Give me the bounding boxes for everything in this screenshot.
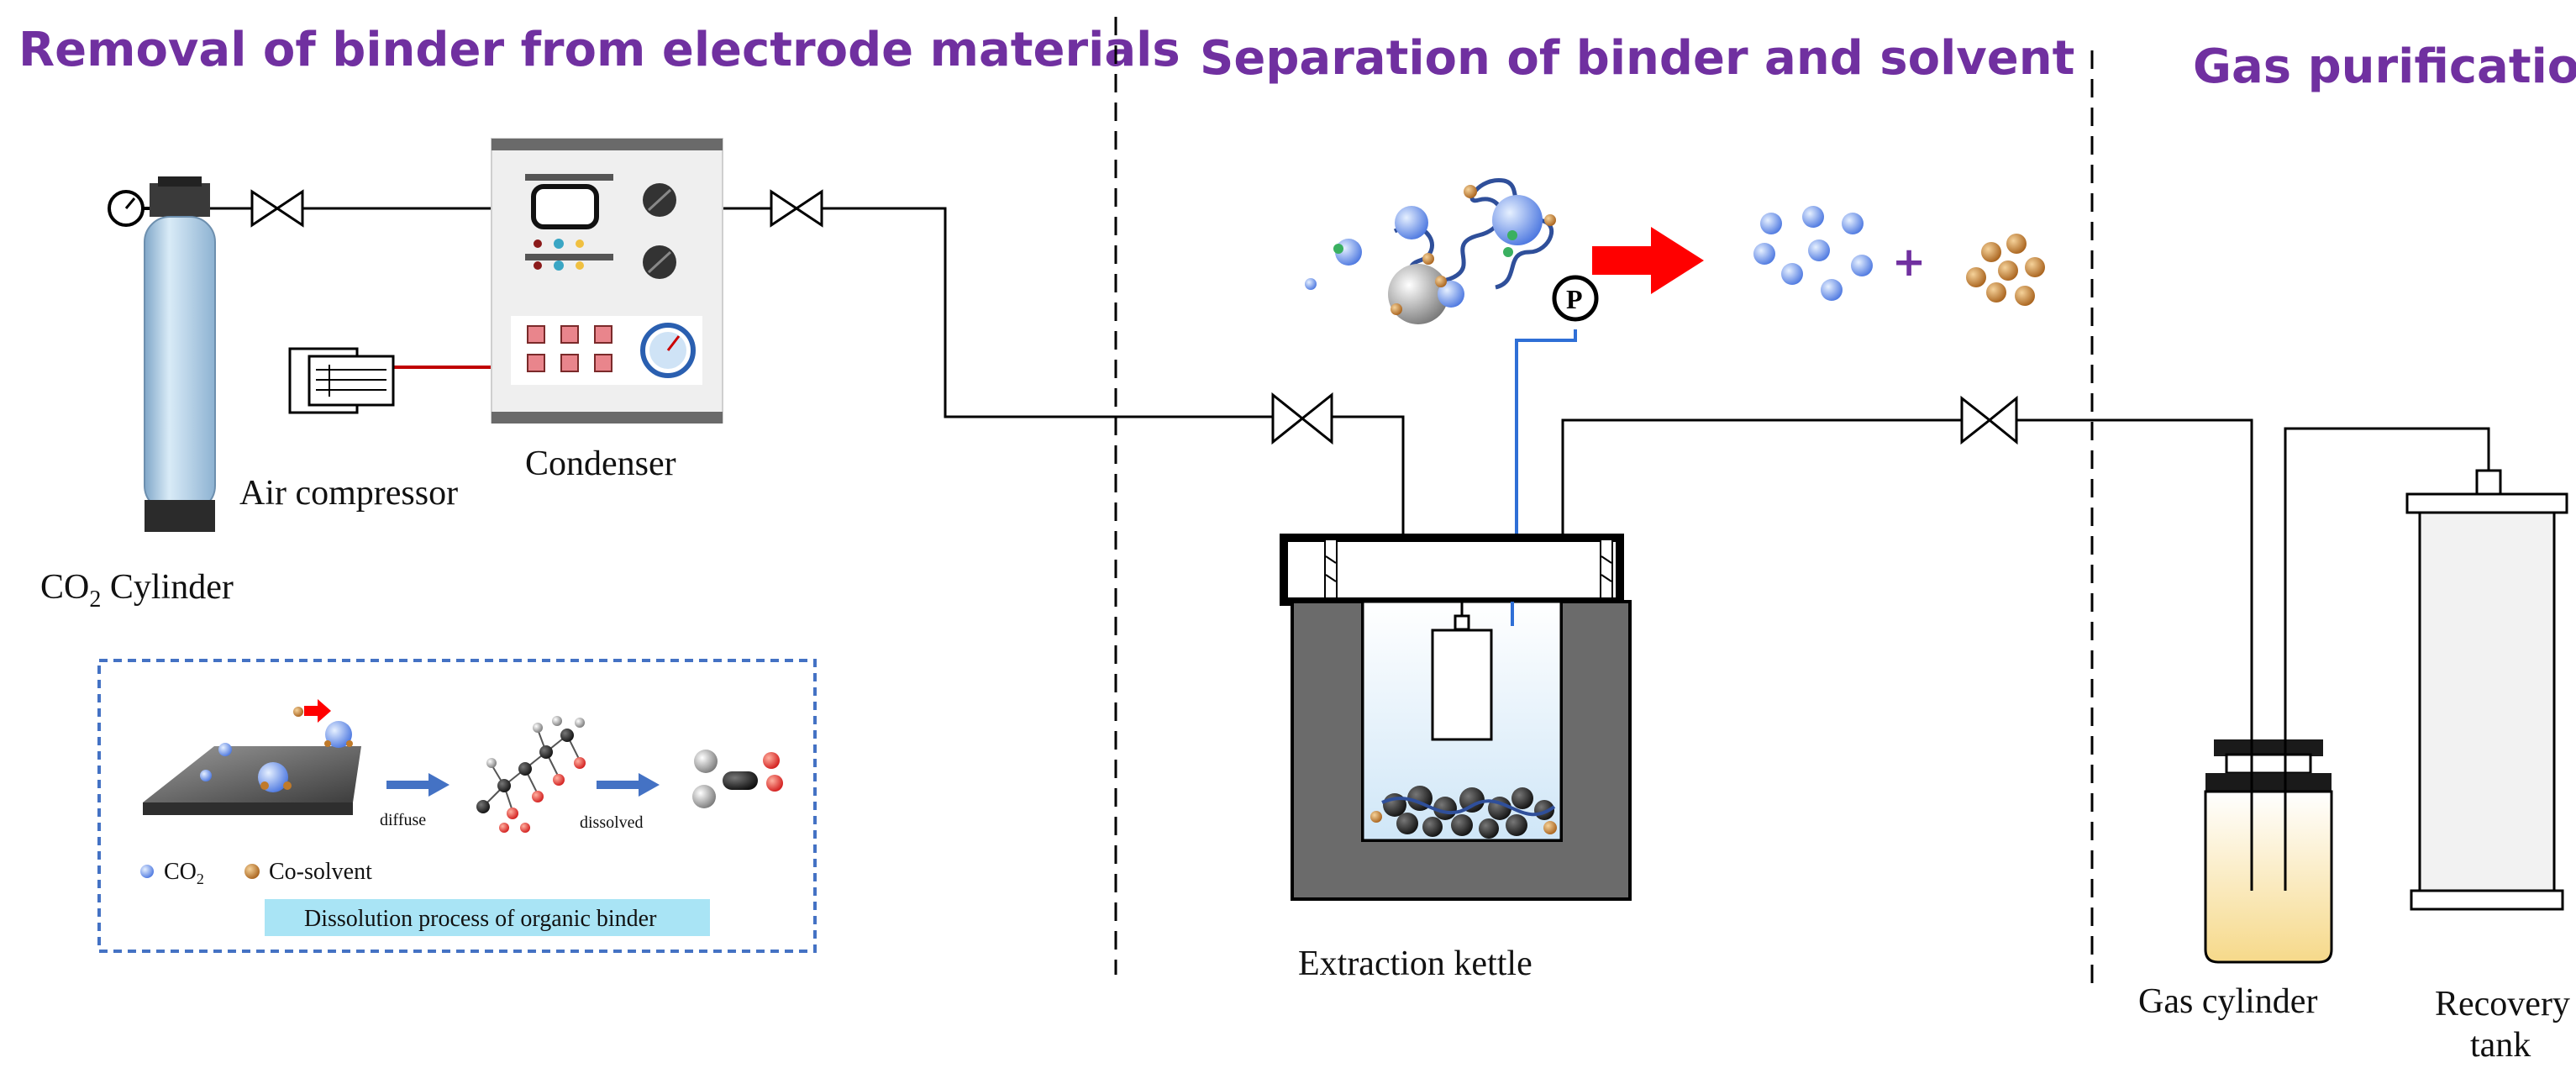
air-compressor-label: Air compressor — [239, 474, 458, 513]
valve-icon — [770, 189, 823, 228]
air-compressor — [288, 347, 395, 414]
pipelines — [202, 207, 2490, 882]
separated-cosolvent — [1966, 234, 2045, 306]
binder-cluster — [1305, 178, 1556, 324]
extraction-kettle-label: Extraction kettle — [1298, 944, 1532, 983]
caption-box — [265, 899, 710, 936]
gauge-label: P — [1566, 284, 1583, 314]
condenser-label: Condenser — [525, 445, 676, 483]
gas-cylinder-label: Gas cylinder — [2138, 982, 2317, 1021]
molecule-icon — [692, 750, 783, 808]
valve-icon — [250, 189, 304, 228]
heading-separation: Separation of binder and solvent — [1200, 31, 2074, 86]
step-dissolved: dissolved — [580, 813, 644, 832]
recovery-tank — [2405, 469, 2568, 911]
recovery-tank-label-line1: Recovery — [2435, 985, 2570, 1023]
recovery-tank-label-line2: tank — [2470, 1026, 2531, 1065]
condenser — [491, 138, 723, 424]
extraction-kettle — [1280, 534, 1632, 901]
red-arrow-icon — [304, 699, 331, 723]
dissolved-arrow — [597, 773, 660, 797]
separated-co2 — [1753, 206, 1873, 301]
caption-text: Dissolution process of organic binder — [304, 906, 657, 932]
heading-removal: Removal of binder from electrode materia… — [18, 23, 1180, 77]
gas-cylinder — [2204, 739, 2333, 964]
legend-cosolvent-label: Co-solvent — [269, 859, 372, 885]
gauge-pipe — [1515, 329, 1577, 622]
co2-cylinder — [108, 176, 216, 532]
diffuse-arrow — [386, 773, 449, 797]
plus-sign: + — [1892, 239, 1926, 286]
red-arrow-icon — [1592, 227, 1704, 294]
molecule-icon — [476, 716, 586, 833]
legend-cosolvent-swatch — [244, 864, 260, 879]
step-diffuse: diffuse — [380, 811, 426, 829]
co2-cylinder-label: CO2 Cylinder — [40, 568, 234, 613]
pressure-gauge-icon — [108, 190, 145, 227]
electrode-particles — [1370, 786, 1557, 839]
legend-co2-label: CO2 — [164, 859, 204, 887]
heading-purification: Gas purification — [2193, 39, 2576, 94]
dissolution-inset: diffuse dissolved — [97, 659, 817, 953]
valve-icon — [1960, 395, 2018, 445]
pressure-gauge-icon: P — [1552, 275, 1599, 322]
legend-co2-swatch — [140, 865, 154, 878]
valve-icon — [1271, 392, 1333, 445]
